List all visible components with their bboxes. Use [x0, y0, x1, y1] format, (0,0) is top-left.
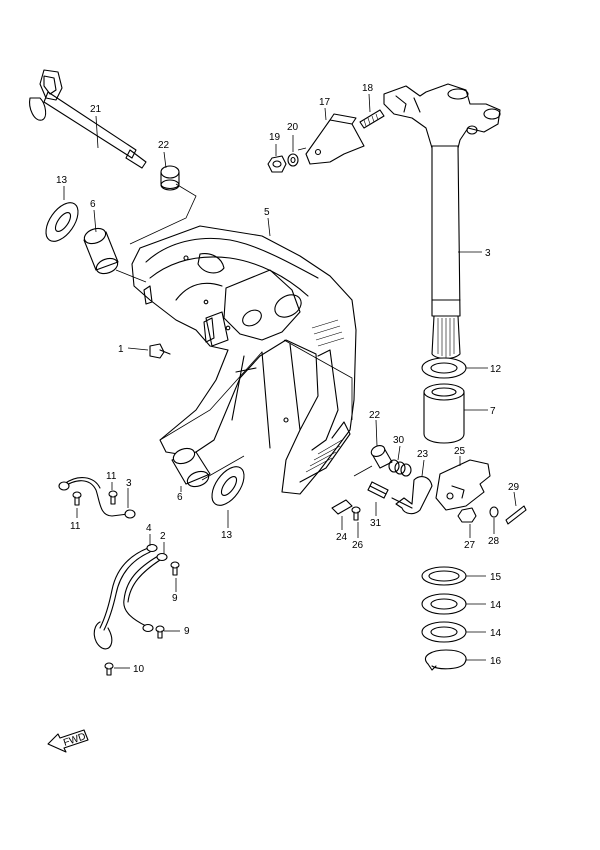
callout-4: 4 [146, 523, 152, 534]
part-19-nut [267, 155, 287, 173]
part-9-screw-upper [170, 561, 180, 576]
callout-3: 3 [126, 478, 132, 489]
callout-1: 1 [118, 344, 124, 355]
part-4-wire [93, 543, 158, 650]
callout-20: 20 [287, 122, 299, 133]
callout-9: 9 [184, 626, 190, 637]
callout-17: 17 [319, 97, 331, 108]
callout-3: 3 [485, 248, 491, 259]
part-1-grease-nipple [149, 343, 171, 359]
callout-labels: 21 22 13 6 5 19 20 17 18 3 12 7 1 22 30 … [56, 83, 520, 675]
callout-16: 16 [490, 656, 502, 667]
fwd-arrow-icon: FWD [47, 729, 89, 753]
callout-5: 5 [264, 207, 270, 218]
callout-18: 18 [362, 83, 374, 94]
part-14-ring-upper [421, 593, 467, 615]
callout-9: 9 [172, 593, 178, 604]
part-14-ring-lower [421, 621, 467, 643]
part-7-bushing [423, 383, 465, 444]
part-29-pin [505, 505, 527, 525]
part-22-bushing-upper [160, 165, 180, 191]
callout-2: 2 [160, 531, 166, 542]
part-6-bushing-lower [171, 447, 211, 488]
part-31-spring [367, 481, 389, 499]
part-24-clip [331, 499, 353, 515]
part-11-bolt-left [72, 491, 82, 506]
callout-22: 22 [369, 410, 381, 421]
callout-21: 21 [90, 104, 102, 115]
callout-13: 13 [56, 175, 68, 186]
part-9-screw-lower [155, 625, 165, 639]
part-15-ring [421, 566, 467, 586]
callout-6: 6 [90, 199, 96, 210]
callout-14: 14 [490, 600, 502, 611]
callout-6: 6 [177, 492, 183, 503]
part-20-washer [287, 153, 299, 167]
part-21-tilt-rod [29, 69, 147, 169]
callout-26: 26 [352, 540, 364, 551]
part-13-washer-upper [45, 202, 79, 242]
part-3-steering-shaft [383, 83, 501, 360]
callout-14: 14 [490, 628, 502, 639]
callout-22: 22 [158, 140, 170, 151]
callout-31: 31 [370, 518, 382, 529]
part-13-washer-lower [211, 466, 245, 506]
part-22-bushing-lower [370, 445, 393, 469]
part-12-washer [421, 357, 467, 379]
part-27-nut [457, 507, 477, 523]
part-28-washer [489, 506, 499, 518]
part-2-wire [123, 552, 168, 633]
part-10-screw [104, 662, 114, 676]
part-23-lever [391, 476, 433, 515]
part-6-bushing-upper [83, 227, 119, 275]
callout-23: 23 [417, 449, 429, 460]
callout-25: 25 [454, 446, 466, 457]
callout-15: 15 [490, 572, 502, 583]
fwd-label: FWD [62, 731, 87, 749]
callout-27: 27 [464, 540, 476, 551]
part-26-screw [351, 506, 361, 521]
callout-29: 29 [508, 482, 520, 493]
leader-lines [63, 93, 517, 669]
callout-12: 12 [490, 364, 502, 375]
callout-10: 10 [133, 664, 145, 675]
callout-30: 30 [393, 435, 405, 446]
callout-13: 13 [221, 530, 233, 541]
callout-19: 19 [269, 132, 281, 143]
callout-7: 7 [490, 406, 496, 417]
part-16-circlip [424, 649, 467, 671]
part-11-bolt-right [108, 490, 118, 505]
callout-24: 24 [336, 532, 348, 543]
callout-28: 28 [488, 536, 500, 547]
part-17-plate [305, 113, 365, 165]
part-25-tilt-lock [435, 459, 491, 511]
part-18-bolt [359, 109, 385, 129]
callout-11: 11 [106, 471, 117, 482]
part-5-swivel-bracket [131, 225, 357, 495]
part-3-ground-wire [58, 477, 136, 519]
part-30-spring [388, 459, 412, 477]
callout-11: 11 [70, 521, 81, 532]
